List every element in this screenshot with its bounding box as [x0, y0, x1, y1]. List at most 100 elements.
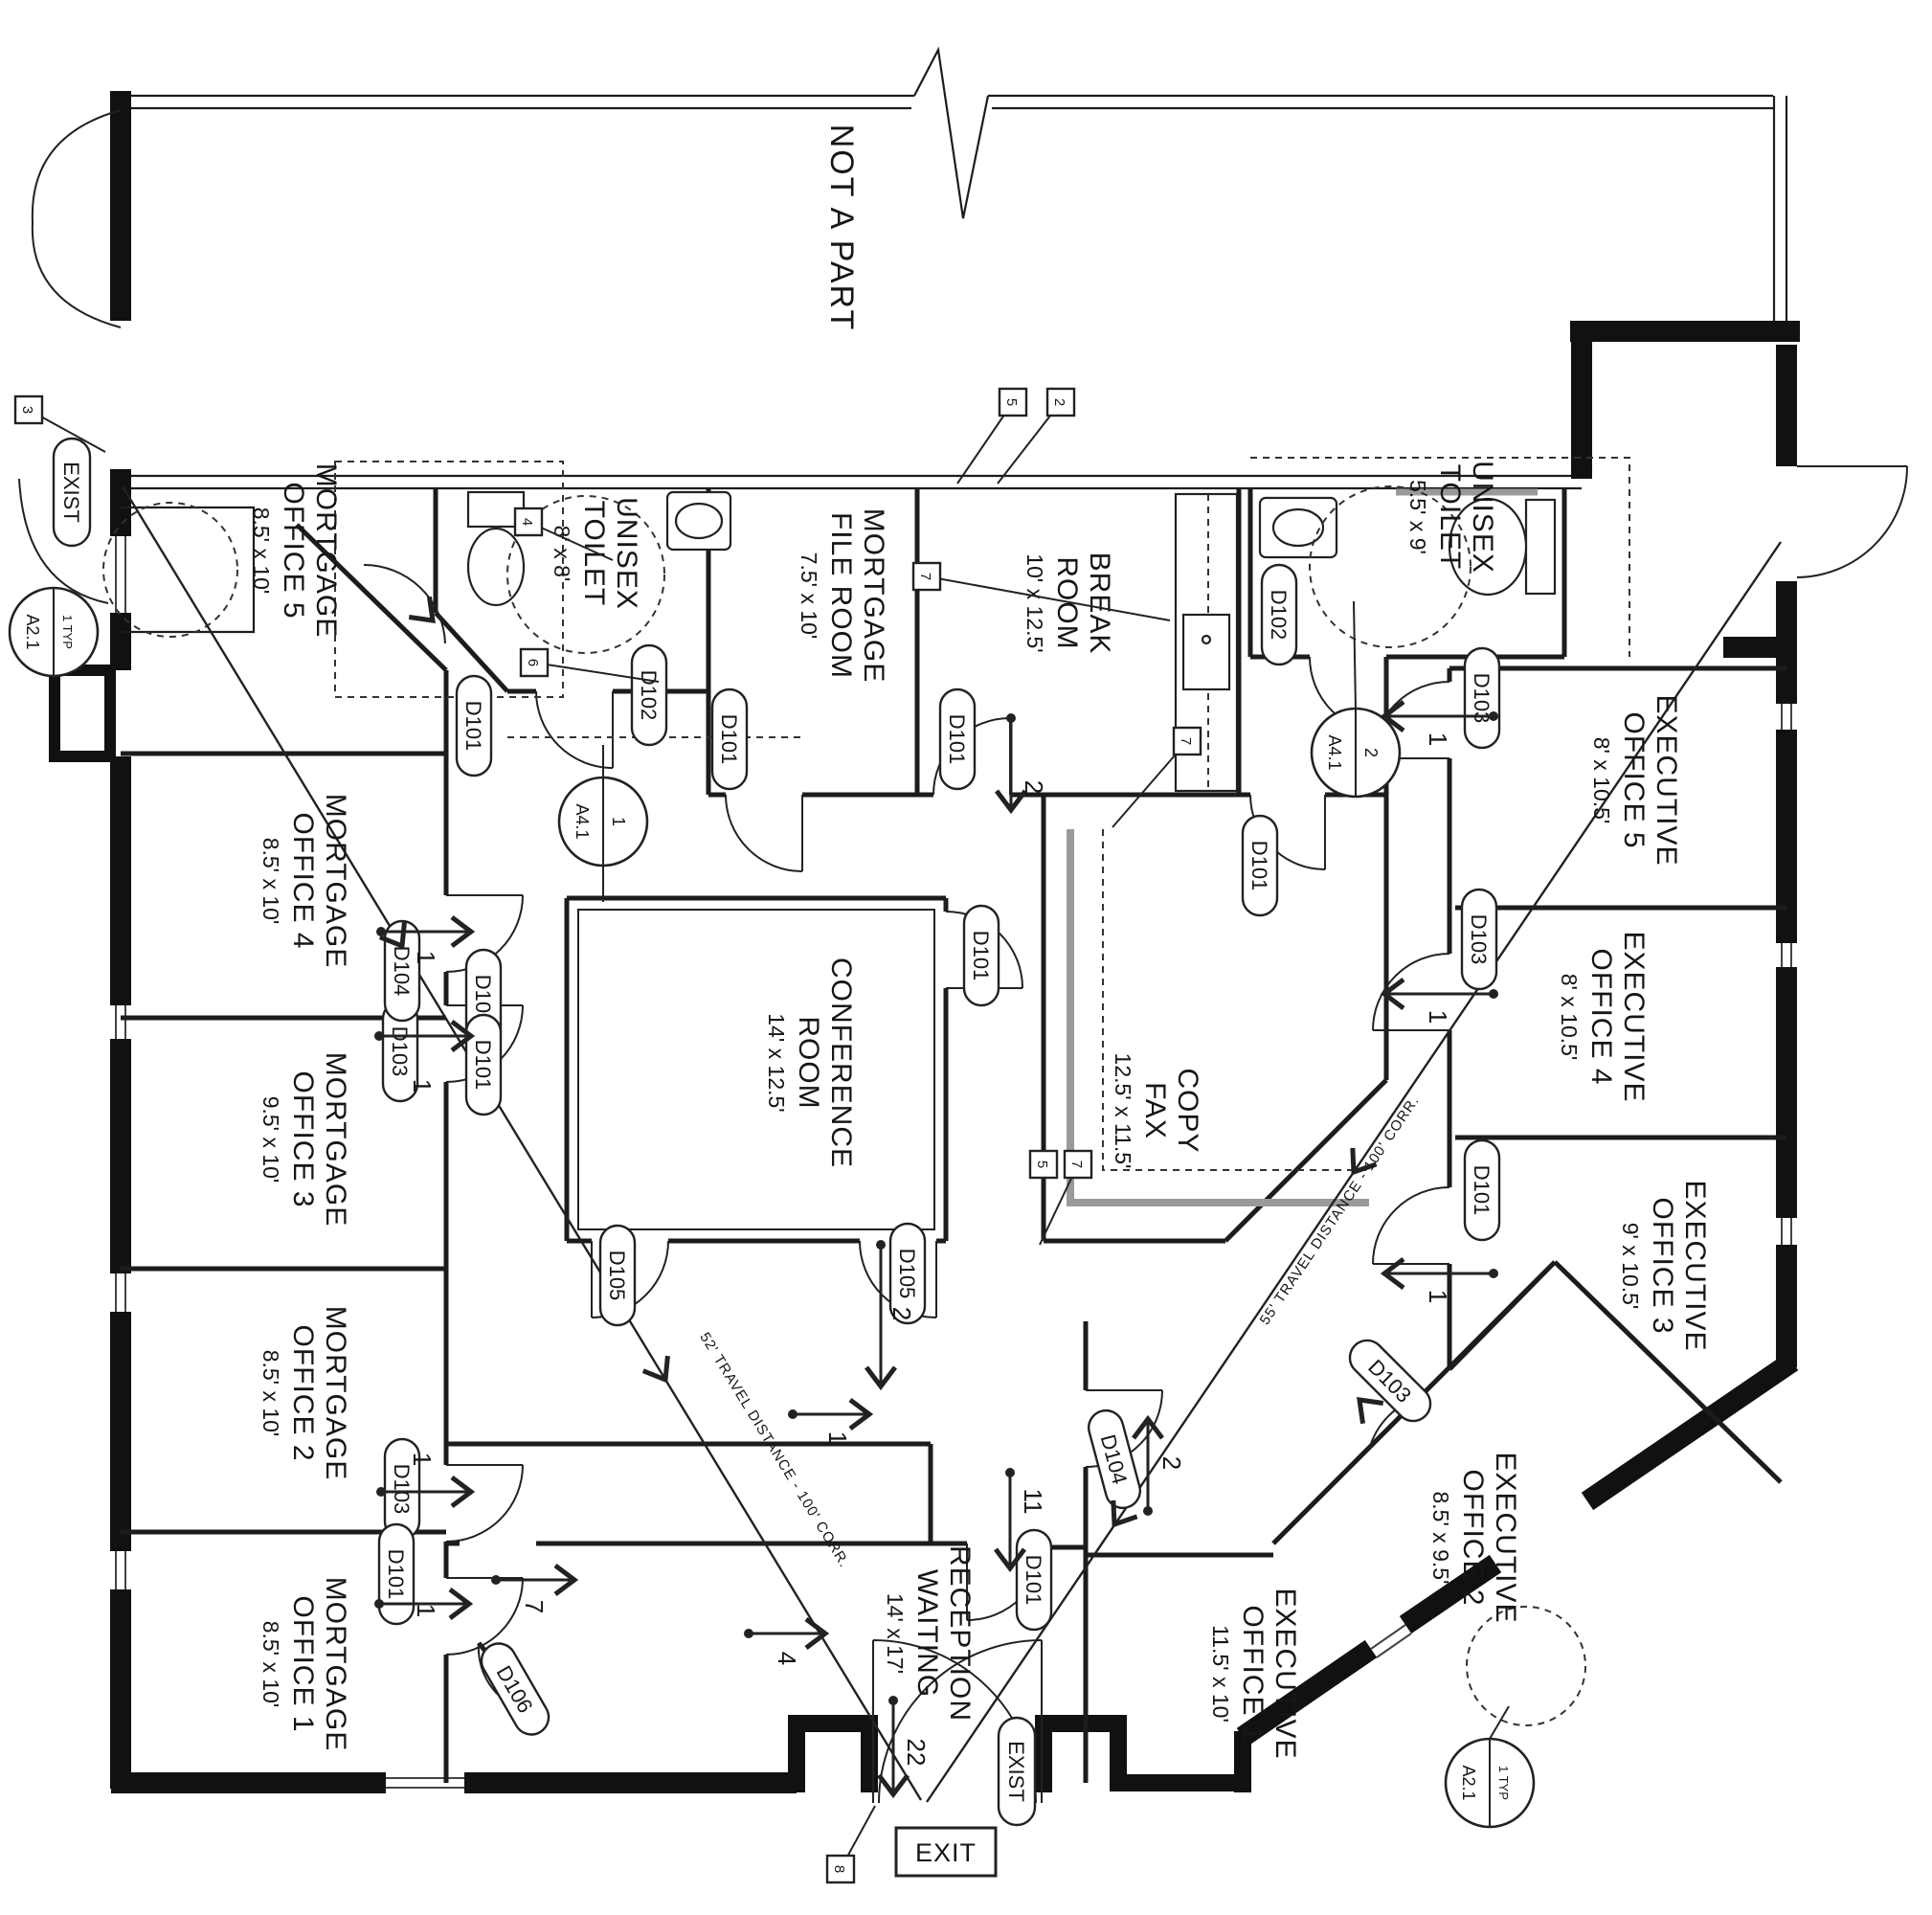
- door-tag-text: D105: [605, 1250, 629, 1301]
- room-dims: 7.5' x 10': [797, 552, 821, 640]
- arrow-number: 2: [1020, 780, 1048, 794]
- keynote-square-outline: [1172, 726, 1202, 756]
- room-name: MORTGAGE: [320, 1306, 351, 1480]
- detail-leader: [1353, 600, 1357, 711]
- door-tag: D101: [377, 1522, 416, 1626]
- room-dims: 8.5' x 10': [258, 1350, 283, 1437]
- door-tag: D103: [383, 1437, 421, 1541]
- keynote-leader: [926, 575, 1171, 621]
- wall-bumpout: [49, 665, 116, 762]
- exist-tag: EXIST: [52, 437, 92, 548]
- room-dims: 14' x 17': [883, 1593, 908, 1674]
- room-name: MORTGAGE: [320, 1052, 351, 1227]
- keynote-square: 2: [1045, 387, 1076, 417]
- keynote-arrow: 1: [1380, 978, 1498, 1024]
- door-tag-outline: [1460, 888, 1498, 991]
- room-name: OFFICE 2: [287, 1324, 319, 1461]
- door-tag: D105: [888, 1222, 927, 1325]
- keynote-square: 6: [519, 647, 550, 678]
- arrow-number: 1: [1424, 1010, 1452, 1024]
- keynote-number: 2: [1051, 398, 1067, 406]
- arrow-chevron-icon: [1132, 1414, 1164, 1440]
- keynote-square-outline: [513, 507, 544, 537]
- door-swing: [445, 1464, 524, 1543]
- keynote-number: 7: [1178, 737, 1194, 745]
- room-name: EXECUTIVE: [1651, 694, 1682, 866]
- arrow-chevron-icon: [804, 1617, 830, 1650]
- door-tag: D102: [1260, 563, 1298, 666]
- detail-marker: 1A4.1: [557, 776, 649, 867]
- room-dims: 10' x 12.5': [1022, 553, 1047, 652]
- door-tag-text: D101: [1022, 1555, 1045, 1606]
- wall-inner-face: [577, 909, 935, 1230]
- arrow-number-group: 1: [1424, 732, 1452, 746]
- room-name: OFFICE 2: [1457, 1469, 1489, 1606]
- keynote-arrow: 1: [376, 915, 476, 964]
- arrow-number: 7: [520, 1600, 549, 1613]
- room-name: MORTGAGE: [320, 1577, 351, 1751]
- arrow-number-group: 1: [412, 1604, 440, 1617]
- wall: [121, 474, 1582, 490]
- arrow-number-group: 1: [1424, 1290, 1452, 1303]
- detail-sheet: A4.1: [1325, 734, 1344, 770]
- keynote-square-outline: [911, 561, 942, 592]
- room-dims: 8' x 8': [550, 526, 574, 582]
- keynote-square: 7: [1063, 1149, 1093, 1180]
- arrow-chevron-icon: [994, 1547, 1026, 1573]
- arrow-number: 1: [412, 1604, 440, 1617]
- wall: [1236, 1352, 1799, 1746]
- arrow-chevron-icon: [450, 1476, 476, 1508]
- door-tag: D106: [480, 1642, 550, 1736]
- toilet-bowl: [1448, 497, 1528, 597]
- arrow-chevron-icon: [848, 1398, 874, 1431]
- arrow-number: 2: [887, 1307, 916, 1320]
- detail-leader: [1489, 1705, 1510, 1740]
- keynote-square: 5: [1028, 1149, 1059, 1180]
- door-tag-text: D103: [388, 1026, 412, 1077]
- room-name: MORTGAGE: [858, 508, 889, 683]
- wall: [121, 46, 1788, 331]
- door-tag: D103: [1460, 888, 1498, 991]
- keynote-square: 8: [825, 1854, 856, 1884]
- room-name: OFFICE 1: [287, 1595, 319, 1732]
- keynote-arrow: 4: [744, 1617, 830, 1665]
- door-tag-outline: [710, 687, 749, 791]
- arrow-number-group: 1: [1424, 1010, 1452, 1024]
- room-name: ROOM: [793, 1016, 824, 1109]
- door-tag-outline: [1015, 1528, 1053, 1632]
- room-name: EXECUTIVE: [1679, 1180, 1711, 1351]
- keynote-square-outline: [825, 1854, 856, 1884]
- arrow-number: 2: [1157, 1456, 1186, 1470]
- keynote-square-outline: [1028, 1149, 1059, 1180]
- exist-tag-outline: [997, 1716, 1037, 1827]
- arrow-number-group: 4: [773, 1652, 801, 1665]
- room-dims: 9.5' x 10': [258, 1096, 283, 1183]
- door-swing: [535, 690, 614, 769]
- arrow-chevron-icon: [378, 921, 407, 950]
- exit-sign-text: EXIT: [915, 1838, 977, 1867]
- wall: [446, 1441, 1086, 1550]
- keynote-arrow: 1: [1380, 700, 1498, 746]
- keynote-arrow: 2: [995, 713, 1048, 815]
- arrow-chevron-icon: [1380, 700, 1405, 732]
- sink-basin: [674, 502, 724, 540]
- wall: [121, 506, 256, 634]
- door-tag-outline: [938, 687, 977, 791]
- arrow-chevron-icon: [1357, 1397, 1384, 1425]
- arrow-number: 1: [823, 1431, 852, 1445]
- arrow-chevron-icon: [641, 1355, 670, 1384]
- wall: [433, 488, 711, 795]
- arrow-number-group: 1: [408, 1079, 437, 1093]
- sink-basin: [1271, 507, 1325, 548]
- room-name: UNISEX: [1467, 461, 1498, 574]
- keynote-arrow: 1: [374, 1020, 476, 1093]
- door-tag-text: D105: [895, 1249, 919, 1299]
- keynote-square-outline: [1045, 387, 1076, 417]
- turning-radius: [1309, 485, 1471, 648]
